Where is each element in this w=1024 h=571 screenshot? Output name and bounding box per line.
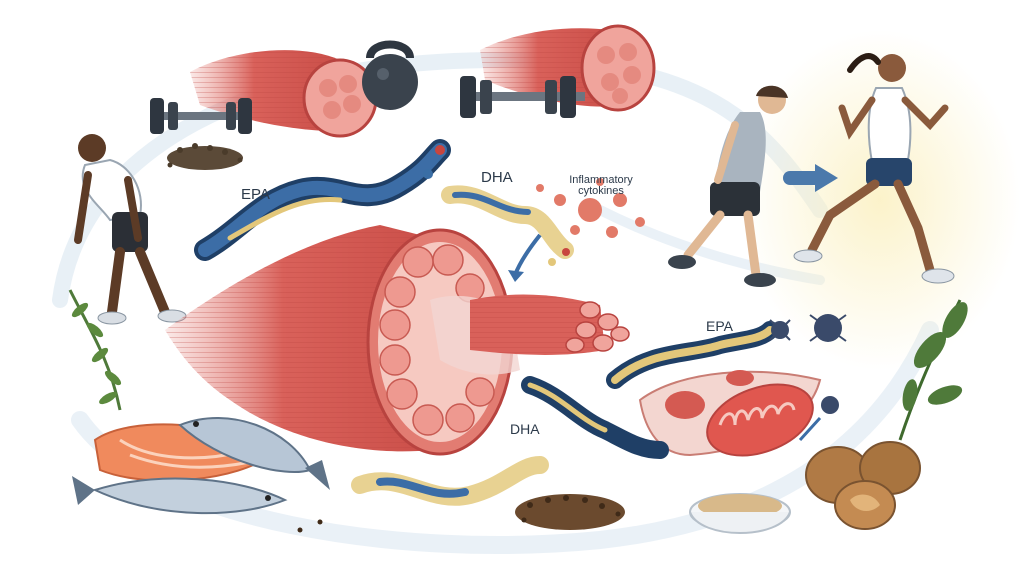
kettlebell-icon [362,40,418,110]
walnuts [805,441,921,530]
label-cytokines-line2: cytokines [578,185,624,197]
label-dha-top: DHA [481,169,513,186]
tired-athlete-left [74,134,187,325]
arrow-to-immune-cell [798,416,822,442]
dha-molecule-bottom [521,376,669,459]
arrowhead-down [508,270,524,282]
label-epa-left: EPA [241,186,270,203]
label-epa-right: EPA [706,318,733,334]
muscle-bundle-top-center [480,24,656,112]
central-muscle-cross-section [165,225,520,456]
energy-glow [740,30,1020,370]
molecule-bottom-wave [351,456,549,506]
ground-seed-bowl [689,493,791,534]
arrowhead-right [815,164,838,192]
arrow-down-to-muscle [513,233,542,276]
immune-cell-icons [769,314,847,414]
dha-molecule-top [441,185,574,266]
label-cytokines-line1: Inflammatory [569,174,633,186]
dumbbell-icon-center [460,76,585,118]
sardine-fish-bottom [72,476,288,515]
label-dha-bottom: DHA [510,421,540,437]
muscle-fibril-bundle [470,294,630,355]
sardine-fish-top [178,416,330,490]
label-inflammatory-cytokines: Inflammatory cytokines [560,175,642,197]
flaxseed-pile [297,494,625,533]
inflammatory-cytokines [536,178,645,238]
dumbbell-icon-left [150,98,252,134]
muscle-bundle-top-left [190,50,378,138]
muscle-cell-with-mitochondrion [638,370,822,457]
seeds-pile-top-left [167,143,243,170]
epa-molecule-right [606,321,779,389]
epa-molecule-top [194,139,451,261]
herb-leaves-right [898,299,968,441]
running-woman-energetic [793,53,955,284]
walking-man-fatigued [668,85,788,287]
herb-sprig-left [68,289,122,411]
